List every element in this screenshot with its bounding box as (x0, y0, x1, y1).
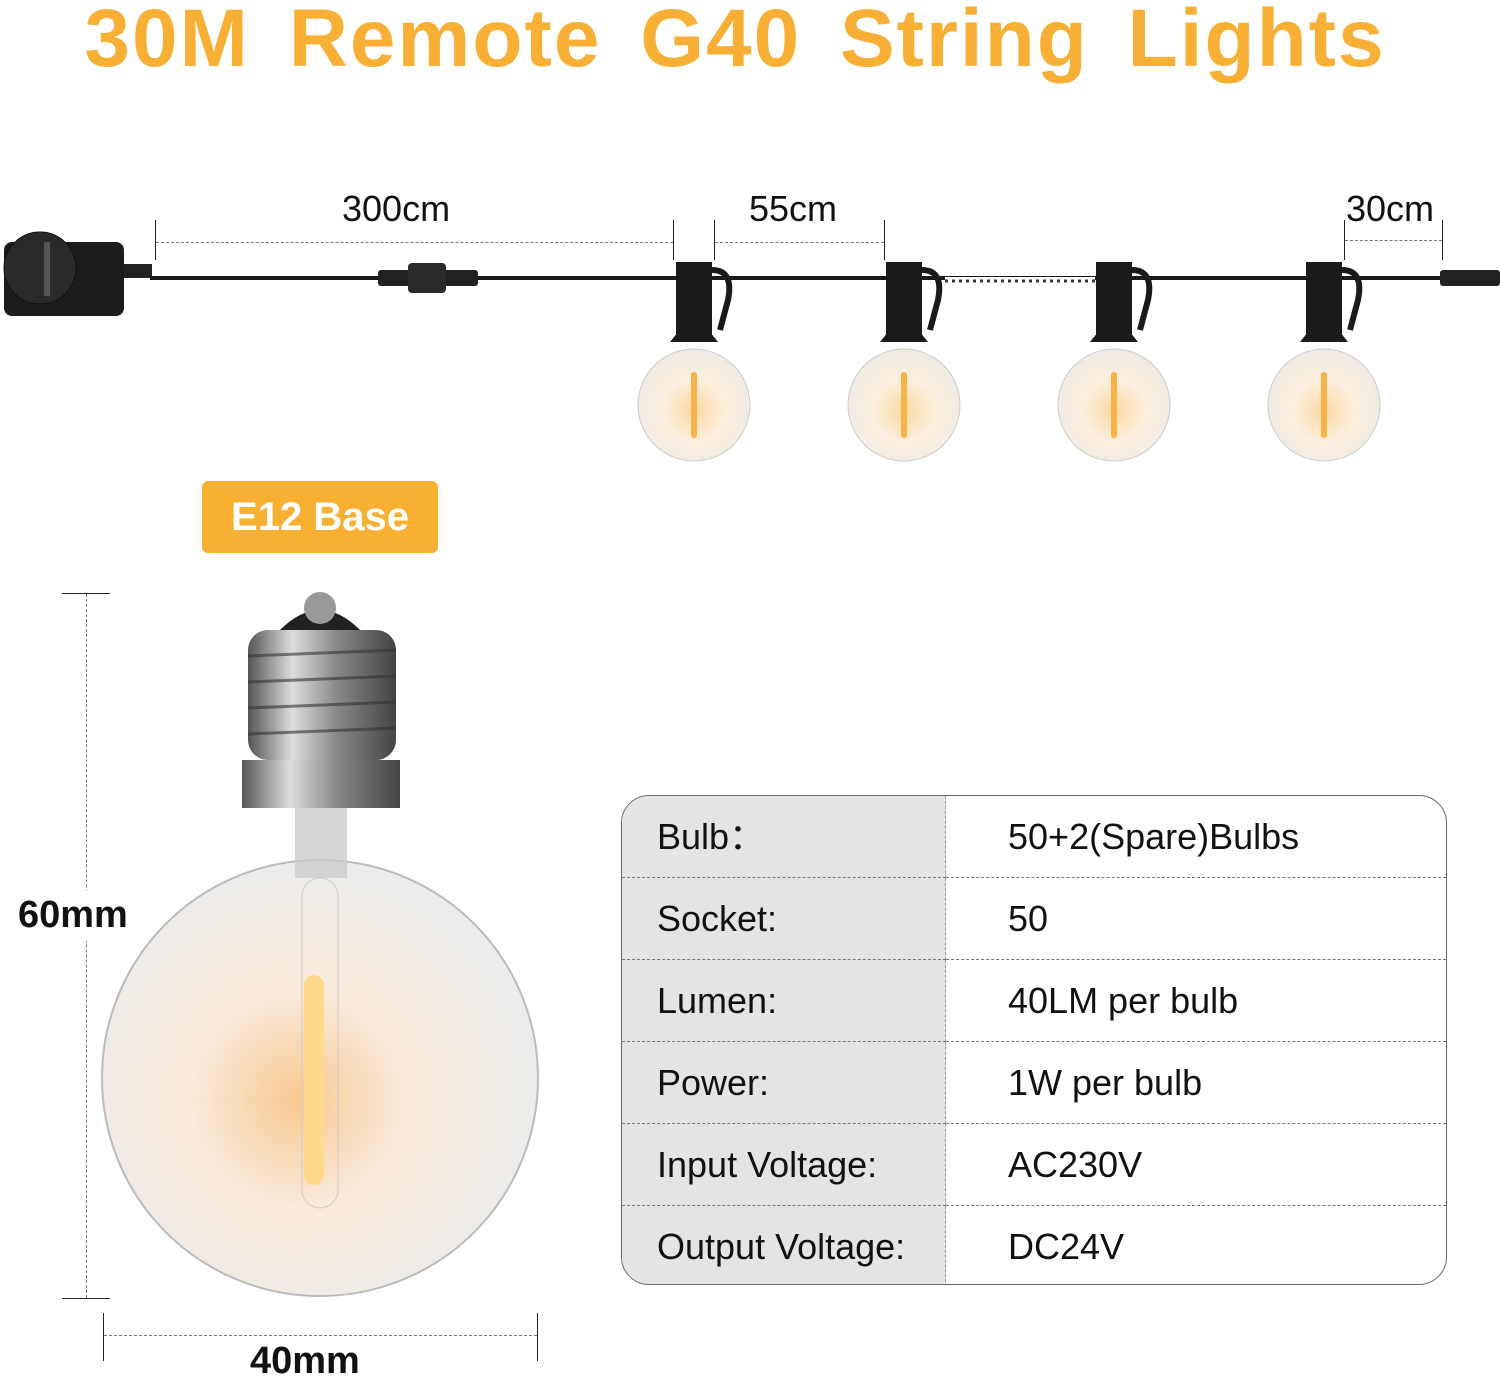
spec-label: Output Voltage: (622, 1205, 946, 1284)
spec-value: AC230V (945, 1123, 1446, 1206)
spec-value: 1W per bulb (945, 1041, 1446, 1124)
product-title: 30M Remote G40 String Lights (84, 0, 1386, 84)
dim-tick (714, 220, 715, 260)
bulb-spacing-length: 55cm (749, 188, 838, 229)
spec-label: Socket: (622, 877, 946, 960)
spec-label: Power: (622, 1041, 946, 1124)
bulb-height: 60mm (18, 890, 128, 941)
bulb-sockets (637, 262, 1381, 462)
spec-label: Lumen: (622, 959, 946, 1042)
width-dim-line (104, 1335, 537, 1336)
table-row: Output Voltage: DC24V (622, 1205, 1446, 1284)
dim-tick (884, 220, 885, 260)
table-row: Socket:50 (622, 877, 1446, 960)
dim-tick (62, 1298, 110, 1299)
table-row: Input Voltage:AC230V (622, 1123, 1446, 1206)
end-connector-icon (1440, 270, 1500, 286)
table-row: Bulb：50+2(Spare)Bulbs (622, 796, 1446, 878)
height-dim-line (86, 594, 87, 1298)
dim-line (1345, 240, 1442, 241)
dim-line (715, 242, 884, 243)
table-row: Power:1W per bulb (622, 1041, 1446, 1124)
base-type-badge: E12 Base (202, 481, 438, 553)
lead-cable-length: 300cm (342, 188, 451, 229)
spec-label: Bulb： (622, 796, 946, 878)
connector-icon (378, 263, 478, 293)
dim-tick (155, 220, 156, 260)
bulb-closeup-image (101, 592, 539, 1297)
dim-tick (103, 1313, 104, 1361)
spec-label: Input Voltage: (622, 1123, 946, 1206)
power-adapter-icon (3, 231, 152, 316)
string-lights-diagram (3, 231, 1500, 462)
dim-tick (1344, 220, 1345, 260)
dim-tick (673, 220, 674, 260)
dim-tick (62, 593, 110, 594)
spec-table: Bulb：50+2(Spare)Bulbs Socket:50 Lumen:40… (621, 795, 1447, 1285)
spec-value: 40LM per bulb (945, 959, 1446, 1042)
spec-value: DC24V (1008, 1225, 1125, 1267)
dim-tick (537, 1313, 538, 1361)
bulb-width: 40mm (250, 1340, 360, 1382)
end-cable-length: 30cm (1346, 188, 1435, 229)
dim-tick (1442, 220, 1443, 260)
spec-value: 50 (945, 877, 1446, 960)
table-row: Lumen:40LM per bulb (622, 959, 1446, 1042)
spec-value: 50+2(Spare)Bulbs (945, 796, 1446, 878)
dim-line (156, 242, 673, 243)
